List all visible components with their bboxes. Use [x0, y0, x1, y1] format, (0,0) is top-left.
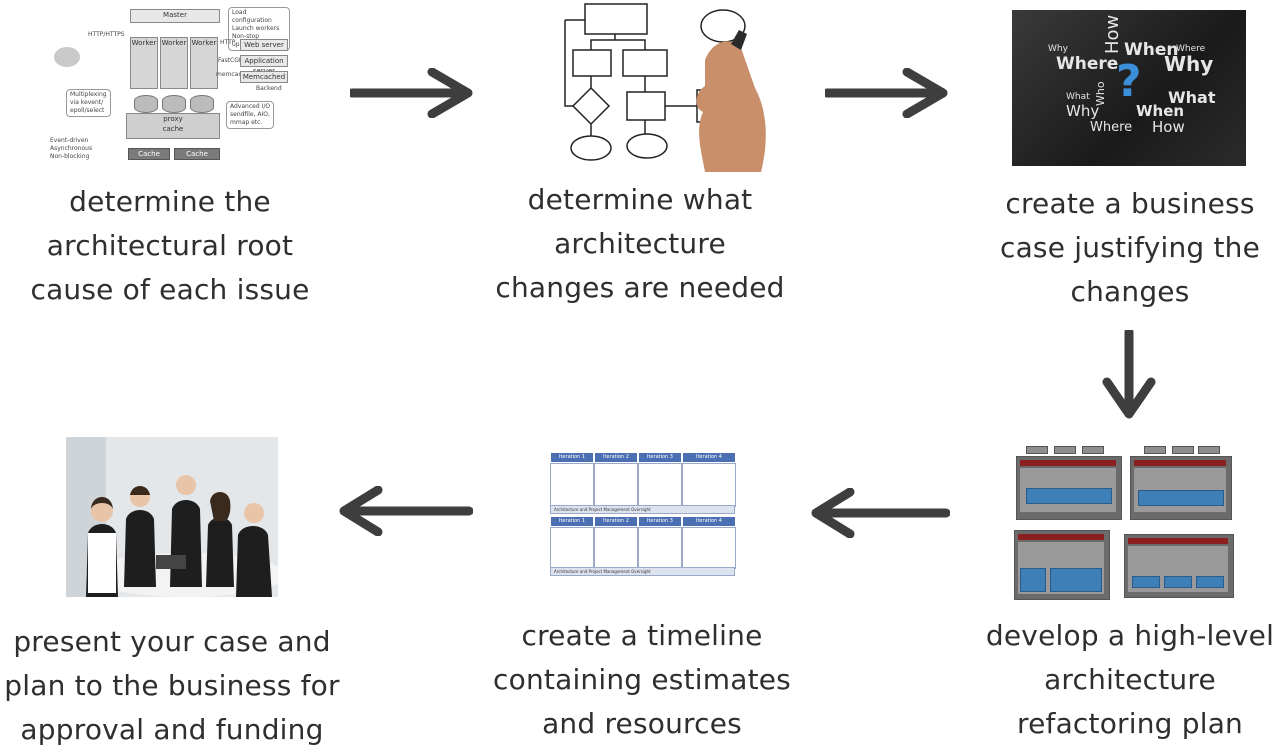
question-word: Why	[1048, 44, 1068, 54]
protocol-label: HTTP/HTTPS	[88, 31, 125, 38]
backend-label: Backend	[256, 85, 282, 92]
iteration-header: Iteration 4	[682, 452, 736, 463]
iteration-header: Iteration 2	[594, 452, 638, 463]
arrow-left-icon	[811, 488, 950, 538]
cache-manager-box: Cache manager	[174, 148, 220, 165]
iteration-header: Iteration 1	[550, 452, 594, 463]
http-label: HTTP	[220, 39, 236, 46]
iteration-header: Iteration 3	[638, 452, 682, 463]
arrow-right-icon	[350, 68, 473, 118]
fastcgi-label: FastCGI	[218, 57, 241, 64]
flowchart-drawing-image	[564, 3, 766, 172]
timeline-row-label: Architecture and Project Management Over…	[550, 567, 735, 576]
web-server-box: Web server	[240, 39, 288, 51]
question-word: How	[1102, 14, 1123, 54]
cache-loader-box: Cache loader	[128, 148, 170, 165]
disk-icon-2	[162, 95, 186, 113]
question-word: What	[1168, 88, 1216, 107]
master-box: Master	[130, 9, 220, 23]
disk-icon-1	[134, 95, 158, 113]
memcache-label: memcache	[216, 71, 250, 78]
memcached-box: Memcached	[240, 71, 288, 83]
question-word: Where	[1090, 120, 1133, 135]
question-word: Where	[1056, 54, 1119, 74]
disk-icon-3	[190, 95, 214, 113]
worker-box-3: Worker	[190, 37, 218, 89]
timeline-row-label: Architecture and Project Management Over…	[550, 505, 735, 514]
arrow-down-icon	[1102, 330, 1156, 419]
arrow-right-icon	[825, 68, 948, 118]
question-word: Where	[1176, 44, 1206, 54]
question-word: Why	[1164, 52, 1214, 76]
question-words-image: Why How Where When Where Why Who What Wh…	[1012, 10, 1246, 166]
hand-icon	[696, 41, 766, 172]
worker-box-2: Worker	[160, 37, 188, 89]
iteration-header: Iteration 4	[682, 516, 736, 527]
iteration-header: Iteration 2	[594, 516, 638, 527]
question-mark-icon: ?	[1116, 56, 1142, 107]
question-word: When	[1136, 102, 1185, 120]
iteration-header: Iteration 1	[550, 516, 594, 527]
refactoring-plan-image	[1012, 442, 1234, 602]
app-server-box: Application server	[240, 55, 288, 75]
question-word: Why	[1066, 102, 1100, 120]
cloud-icon	[54, 47, 80, 67]
question-word: What	[1066, 92, 1090, 102]
iteration-header: Iteration 3	[638, 516, 682, 527]
business-meeting-photo	[66, 437, 278, 597]
question-word: How	[1152, 118, 1185, 136]
timeline-table-image: Iteration 1 Iteration 2 Iteration 3 Iter…	[548, 450, 738, 578]
question-word: When	[1124, 40, 1179, 60]
arrow-left-icon	[339, 486, 473, 536]
worker-box-1: Worker	[130, 37, 158, 89]
